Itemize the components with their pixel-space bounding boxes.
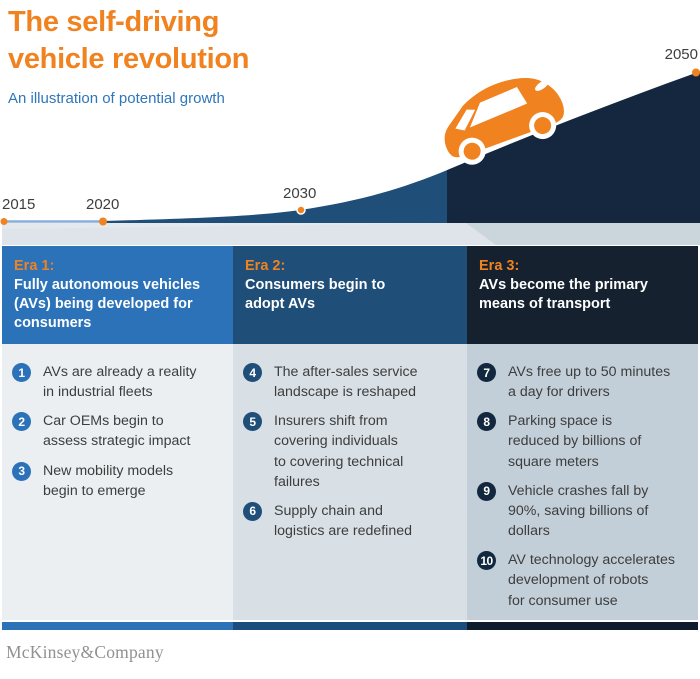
era-1-title: Fully autonomous vehicles (AVs) being de… bbox=[14, 277, 201, 331]
list-item: 1 AVs are already a reality in industria… bbox=[12, 362, 227, 402]
growth-curve-chart bbox=[0, 68, 700, 246]
growth-area-era3 bbox=[447, 71, 700, 223]
era-1-accent-bar bbox=[2, 622, 233, 630]
item-number-badge: 1 bbox=[12, 363, 31, 382]
era-1-column: Era 1: Fully autonomous vehicles (AVs) b… bbox=[2, 246, 233, 630]
item-number-badge: 5 bbox=[243, 412, 262, 432]
year-label-2020: 2020 bbox=[86, 196, 120, 213]
list-item: 7 AVs free up to 50 minutes a day for dr… bbox=[477, 362, 692, 402]
list-item: 6 Supply chain and logistics are redefin… bbox=[243, 501, 461, 541]
list-item: 10 AV technology accelerates development… bbox=[477, 550, 692, 610]
era-2-column: Era 2: Consumers begin to adopt AVs 4 Th… bbox=[233, 246, 467, 630]
era-3-title: AVs become the primary means of transpor… bbox=[479, 277, 648, 312]
era-3-accent-bar bbox=[467, 622, 698, 630]
timeline-dot-2020-icon bbox=[99, 217, 107, 226]
timeline-dot-2050-icon bbox=[692, 68, 700, 77]
era-2-accent-bar bbox=[233, 622, 467, 630]
item-text: AV technology accelerates development of… bbox=[508, 552, 675, 609]
item-text: Vehicle crashes fall by 90%, saving bill… bbox=[508, 482, 649, 540]
list-item: 5 Insurers shift from covering individua… bbox=[243, 411, 461, 492]
item-text: AVs are already a reality in industrial … bbox=[43, 364, 197, 401]
item-number-badge: 3 bbox=[12, 461, 31, 481]
item-text: Parking space is reduced by billions of … bbox=[508, 413, 642, 470]
page-title: The self-driving vehicle revolution bbox=[8, 6, 250, 75]
timeline-dot-2030-icon bbox=[296, 205, 306, 215]
item-number-badge: 9 bbox=[477, 481, 496, 501]
item-number-badge: 7 bbox=[477, 363, 496, 382]
year-label-2015: 2015 bbox=[2, 196, 36, 213]
item-text: Car OEMs begin to assess strategic impac… bbox=[43, 413, 191, 450]
era-2-title: Consumers begin to adopt AVs bbox=[245, 277, 386, 312]
era-3-header: Era 3: AVs become the primary means of t… bbox=[467, 246, 698, 344]
item-text: The after-sales service landscape is res… bbox=[274, 364, 418, 401]
era-3-body: 7 AVs free up to 50 minutes a day for dr… bbox=[467, 344, 698, 620]
growth-area-era2 bbox=[103, 170, 447, 223]
list-item: 4 The after-sales service landscape is r… bbox=[243, 362, 461, 402]
timeline-dot-2015-icon bbox=[0, 218, 8, 225]
mckinsey-logo: McKinsey&Company bbox=[6, 642, 164, 662]
era-1-header: Era 1: Fully autonomous vehicles (AVs) b… bbox=[2, 246, 233, 344]
item-text: Insurers shift from covering individuals… bbox=[274, 413, 404, 490]
era-3-label: Era 3: bbox=[479, 258, 520, 274]
item-number-badge: 2 bbox=[12, 412, 31, 432]
era-1-body: 1 AVs are already a reality in industria… bbox=[2, 344, 233, 620]
list-item: 9 Vehicle crashes fall by 90%, saving bi… bbox=[477, 481, 692, 541]
year-label-2050: 2050 bbox=[664, 46, 698, 63]
ground-band bbox=[2, 223, 700, 245]
list-item: 2 Car OEMs begin to assess strategic imp… bbox=[12, 411, 227, 451]
era-2-header: Era 2: Consumers begin to adopt AVs bbox=[233, 246, 467, 344]
divider bbox=[233, 620, 467, 622]
page-subtitle: An illustration of potential growth bbox=[8, 90, 225, 107]
list-item: 8 Parking space is reduced by billions o… bbox=[477, 411, 692, 471]
item-text: New mobility models begin to emerge bbox=[43, 462, 174, 499]
list-item: 3 New mobility models begin to emerge bbox=[12, 461, 227, 501]
item-number-badge: 10 bbox=[477, 551, 496, 571]
item-number-badge: 4 bbox=[243, 363, 262, 382]
divider bbox=[467, 620, 698, 622]
era-columns: Era 1: Fully autonomous vehicles (AVs) b… bbox=[2, 246, 698, 630]
era-3-column: Era 3: AVs become the primary means of t… bbox=[467, 246, 698, 630]
car-icon bbox=[444, 77, 564, 165]
era-2-label: Era 2: bbox=[245, 258, 286, 274]
item-text: Supply chain and logistics are redefined bbox=[274, 502, 413, 540]
item-text: AVs free up to 50 minutes a day for driv… bbox=[508, 364, 671, 401]
item-number-badge: 8 bbox=[477, 412, 496, 432]
era-1-label: Era 1: bbox=[14, 258, 55, 274]
item-number-badge: 6 bbox=[243, 501, 262, 521]
era-2-body: 4 The after-sales service landscape is r… bbox=[233, 344, 467, 620]
year-label-2030: 2030 bbox=[283, 185, 317, 202]
divider bbox=[0, 245, 700, 246]
divider bbox=[2, 620, 233, 622]
